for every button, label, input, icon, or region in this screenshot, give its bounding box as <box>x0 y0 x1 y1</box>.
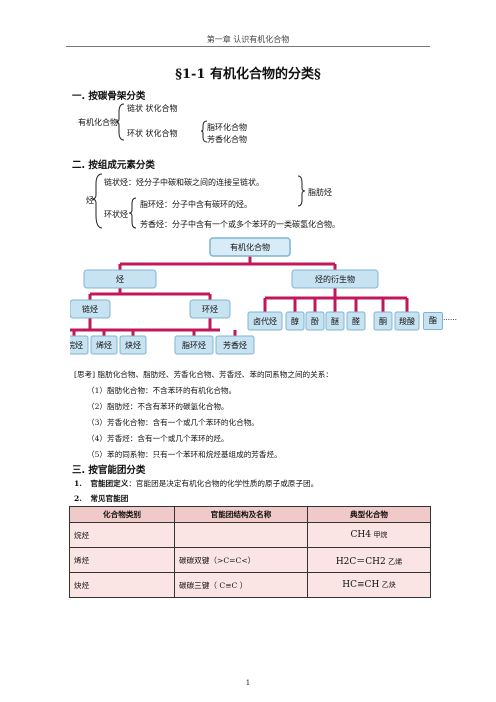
node-hydrocarbon <box>83 269 157 289</box>
think-item: （5）苯的同系物：只有一个苯环和烷烃基组成的芳香烃。 <box>87 450 282 459</box>
s1-alicyclic: 脂环化合物 <box>207 123 247 132</box>
leaf-alkane-label: 烷烃 <box>70 340 83 350</box>
node-chain-label: 链烃 <box>82 304 98 314</box>
node-root <box>209 237 291 257</box>
tree-ellipsis: …… <box>443 314 457 322</box>
table-header-row: 化合物类别 官能团结构及名称 典型化合物 <box>69 506 431 523</box>
formula: H2C＝CH2 <box>335 556 386 567</box>
think-item: （2）脂肪烃：不含有苯环的碳氢化合物。 <box>87 402 229 411</box>
section1-heading: 一. 按碳骨架分类 <box>72 91 146 102</box>
def-number: 1. <box>74 479 82 488</box>
compound-name: 乙烯 <box>388 557 403 566</box>
leaf-ketone <box>373 311 393 331</box>
think-item: （4）芳香烃：含有一个或几个苯环的烃。 <box>87 434 229 443</box>
leaf-acid-label: 羧酸 <box>399 316 415 326</box>
tree-connectors <box>70 256 409 336</box>
leaf-alkene-label: 烯烃 <box>96 340 112 350</box>
cell-example: H2C＝CH2 乙烯 <box>307 547 431 573</box>
common-number: 2. <box>74 494 82 503</box>
leaf-alcohol-label: 醇 <box>291 316 299 326</box>
s1-chain: 链状 状化合物 <box>127 104 178 113</box>
cell-category: 烷烃 <box>69 522 175 548</box>
leaf-ester: 酯 <box>423 312 443 330</box>
leaf-ether-label: 醚 <box>331 316 339 326</box>
functional-group-table: 化合物类别 官能团结构及名称 典型化合物 烷烃 CH4 甲烷 烯烃 碳碳双键（>… <box>69 506 431 598</box>
leaf-alkyne <box>119 335 147 355</box>
compound-name: 乙炔 <box>381 581 396 589</box>
cell-example: CH4 甲烷 <box>307 522 431 548</box>
leaf-phenol <box>305 311 325 331</box>
think-item: （3）芳香化合物：含有一个或几个苯环的化合物。 <box>87 418 259 427</box>
leaf-aromatic-label: 芳香烃 <box>223 340 247 350</box>
table-row: 烯烃 碳碳双键（>C=C<） H2C＝CH2 乙烯 <box>69 547 431 573</box>
node-chain <box>70 299 111 319</box>
s2-aliphatic: 脂肪烃 <box>308 188 332 197</box>
leaf-haloalkane <box>247 311 283 331</box>
cell-group: 碳碳三键（ C≡C ） <box>174 572 308 598</box>
node-ring-label: 环烃 <box>202 304 218 314</box>
leaf-aromatic <box>215 335 255 355</box>
node-derivative-label: 烃的衍生物 <box>315 274 355 284</box>
s1-root: 有机化合物 <box>78 118 118 127</box>
s2-alicyclic: 脂环烃：分子中含有碳环的烃。 <box>140 200 252 209</box>
col-header: 化合物类别 <box>69 506 175 523</box>
def-text: ：官能团是决定有机化合物的化学性质的原子或原子团。 <box>128 479 319 488</box>
leaf-haloalkane-label: 卤代烃 <box>253 316 277 326</box>
running-header: 第一章 认识有机化合物 <box>206 35 290 44</box>
cell-group <box>174 522 308 548</box>
s1-ring: 环状 状化合物 <box>127 129 178 138</box>
definition-line: 1. 官能团定义：官能团是决定有机化合物的化学性质的原子或原子团。 <box>74 478 318 489</box>
s2-brackets <box>92 173 306 229</box>
section3-heading: 三. 按官能团分类 <box>72 465 146 476</box>
classification-tree: 有机化合物 烃 烃的衍生物 链烃 环烃 烷烃 烯烃 炔烃 脂环烃 芳香烃 卤代烃… <box>70 237 420 355</box>
def-label: 官能团定义 <box>90 479 129 488</box>
col-header: 典型化合物 <box>307 506 431 523</box>
page-title: §1-1 有机化合物的分类§ <box>175 67 321 82</box>
think-item: （1）脂肪化合物：不含苯环的有机化合物。 <box>87 386 237 395</box>
s1-brackets <box>116 103 208 143</box>
leaf-alcohol <box>285 311 305 331</box>
common-groups-line: 2. 常见官能团 <box>74 493 128 504</box>
cell-category: 炔烃 <box>69 572 175 598</box>
think-intro: [思考] 脂肪化合物、脂肪烃、芳香化合物、芳香烃、苯的同系物之间的关系： <box>74 370 333 379</box>
leaf-alicyclic <box>174 335 214 355</box>
cell-category: 烯烃 <box>69 547 175 573</box>
s2-aromatic: 芳香烃：分子中含有一个或多个苯环的一类碳氢化合物。 <box>140 220 340 229</box>
node-ring <box>189 299 231 319</box>
table-row: 炔烃 碳碳三键（ C≡C ） HC≡CH 乙炔 <box>69 572 431 598</box>
s2-chain: 链状烃：烃分子中碳和碳之间的连接呈链状。 <box>104 178 264 187</box>
node-root-label: 有机化合物 <box>230 242 270 252</box>
formula: CH4 <box>350 530 372 540</box>
leaf-alkyne-label: 炔烃 <box>125 340 141 350</box>
leaf-aldehyde <box>346 311 366 331</box>
cell-example: HC≡CH 乙炔 <box>307 572 431 598</box>
section2-heading: 二. 按组成元素分类 <box>72 160 155 171</box>
leaf-ketone-label: 酮 <box>379 317 387 326</box>
s2-root: 烃 <box>86 196 94 205</box>
cell-group: 碳碳双键（>C=C<） <box>174 547 308 573</box>
col-header: 官能团结构及名称 <box>174 506 308 523</box>
leaf-aldehyde-label: 醛 <box>352 316 360 326</box>
node-derivative <box>291 269 379 289</box>
leaf-alkene <box>90 335 118 355</box>
compound-name: 甲烷 <box>373 531 388 539</box>
formula: HC≡CH <box>342 580 380 590</box>
leaf-ether <box>325 311 345 331</box>
leaf-phenol-label: 酚 <box>311 317 319 326</box>
s1-aromatic: 芳香化合物 <box>207 135 247 144</box>
node-hydrocarbon-label: 烃 <box>116 274 124 284</box>
leaf-alicyclic-label: 脂环烃 <box>182 340 206 350</box>
leaf-acid <box>394 311 420 331</box>
leaf-alkane <box>70 335 89 355</box>
header-rule <box>66 46 430 47</box>
s2-ring: 环状烃 <box>104 210 128 219</box>
common-label: 常见官能团 <box>90 494 129 503</box>
table-row: 烷烃 CH4 甲烷 <box>69 522 431 548</box>
page-number: 1 <box>245 679 251 687</box>
